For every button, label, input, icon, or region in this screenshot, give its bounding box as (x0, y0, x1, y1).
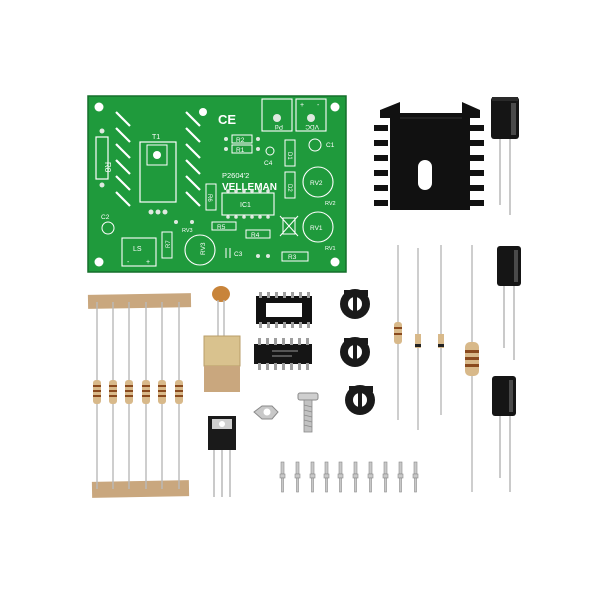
rv2-label: RV2 (310, 180, 323, 187)
ls-label: LS (133, 246, 142, 253)
rv3-b-label: RV3 (182, 228, 193, 234)
c3-label: C3 (234, 251, 243, 258)
electrolytic-capacitor-icon (491, 97, 519, 215)
ic-chip-icon (254, 338, 312, 370)
diode-icon (415, 248, 421, 430)
heatsink-icon (374, 102, 484, 210)
r3-label: R3 (288, 254, 297, 261)
c4-label: C4 (264, 160, 273, 167)
rv1-b-label: RV1 (325, 246, 336, 252)
brand-label: VELLEMAN (222, 182, 277, 193)
r2-label: R2 (236, 137, 245, 144)
minus-label: - (317, 102, 320, 109)
nut-icon (253, 405, 279, 420)
trimmer-potentiometer-icon (340, 289, 370, 319)
plus-label: + (300, 102, 304, 109)
pcb-icon: R8 T1 CE R2 R1 (87, 95, 347, 273)
r5-label: R5 (217, 224, 226, 231)
ic1-label: IC1 (240, 202, 251, 209)
vdc-label: VDC (305, 123, 319, 130)
ce-mark: CE (218, 112, 236, 127)
c2-label: C2 (101, 214, 110, 221)
c1-label: C1 (326, 142, 335, 149)
ls-plus-label: + (146, 259, 150, 266)
transistor-icon (208, 416, 236, 497)
resistor-icon (87, 293, 192, 498)
rv1-label: RV1 (310, 225, 323, 232)
r4-label: R4 (251, 232, 260, 239)
electrolytic-capacitor-icon (497, 246, 521, 360)
part-number: P2604'2 (222, 171, 249, 180)
solder-pin-icon (279, 461, 419, 493)
d2-label: D2 (286, 184, 292, 192)
trimmer-potentiometer-icon (345, 385, 375, 415)
screw-icon (297, 392, 319, 433)
d1-label: D1 (286, 152, 292, 160)
r7-label: R7 (166, 240, 172, 248)
ceramic-capacitor-icon (203, 286, 241, 392)
ic-socket-icon (256, 292, 312, 328)
pd-label: Pd (275, 123, 283, 130)
r8-label: R8 (103, 162, 112, 173)
diode-icon (438, 245, 444, 415)
r6-label: R6 (206, 194, 212, 202)
trimmer-potentiometer-icon (340, 337, 370, 367)
resistor-icon (394, 245, 402, 420)
rv3-label: RV3 (200, 242, 207, 255)
t1-label: T1 (152, 134, 160, 141)
electrolytic-capacitor-icon (492, 376, 516, 492)
resistor-icon (465, 245, 479, 492)
r1-label: R1 (236, 147, 245, 154)
ls-minus-label: - (127, 259, 130, 266)
rv2-b-label: RV2 (325, 201, 336, 207)
